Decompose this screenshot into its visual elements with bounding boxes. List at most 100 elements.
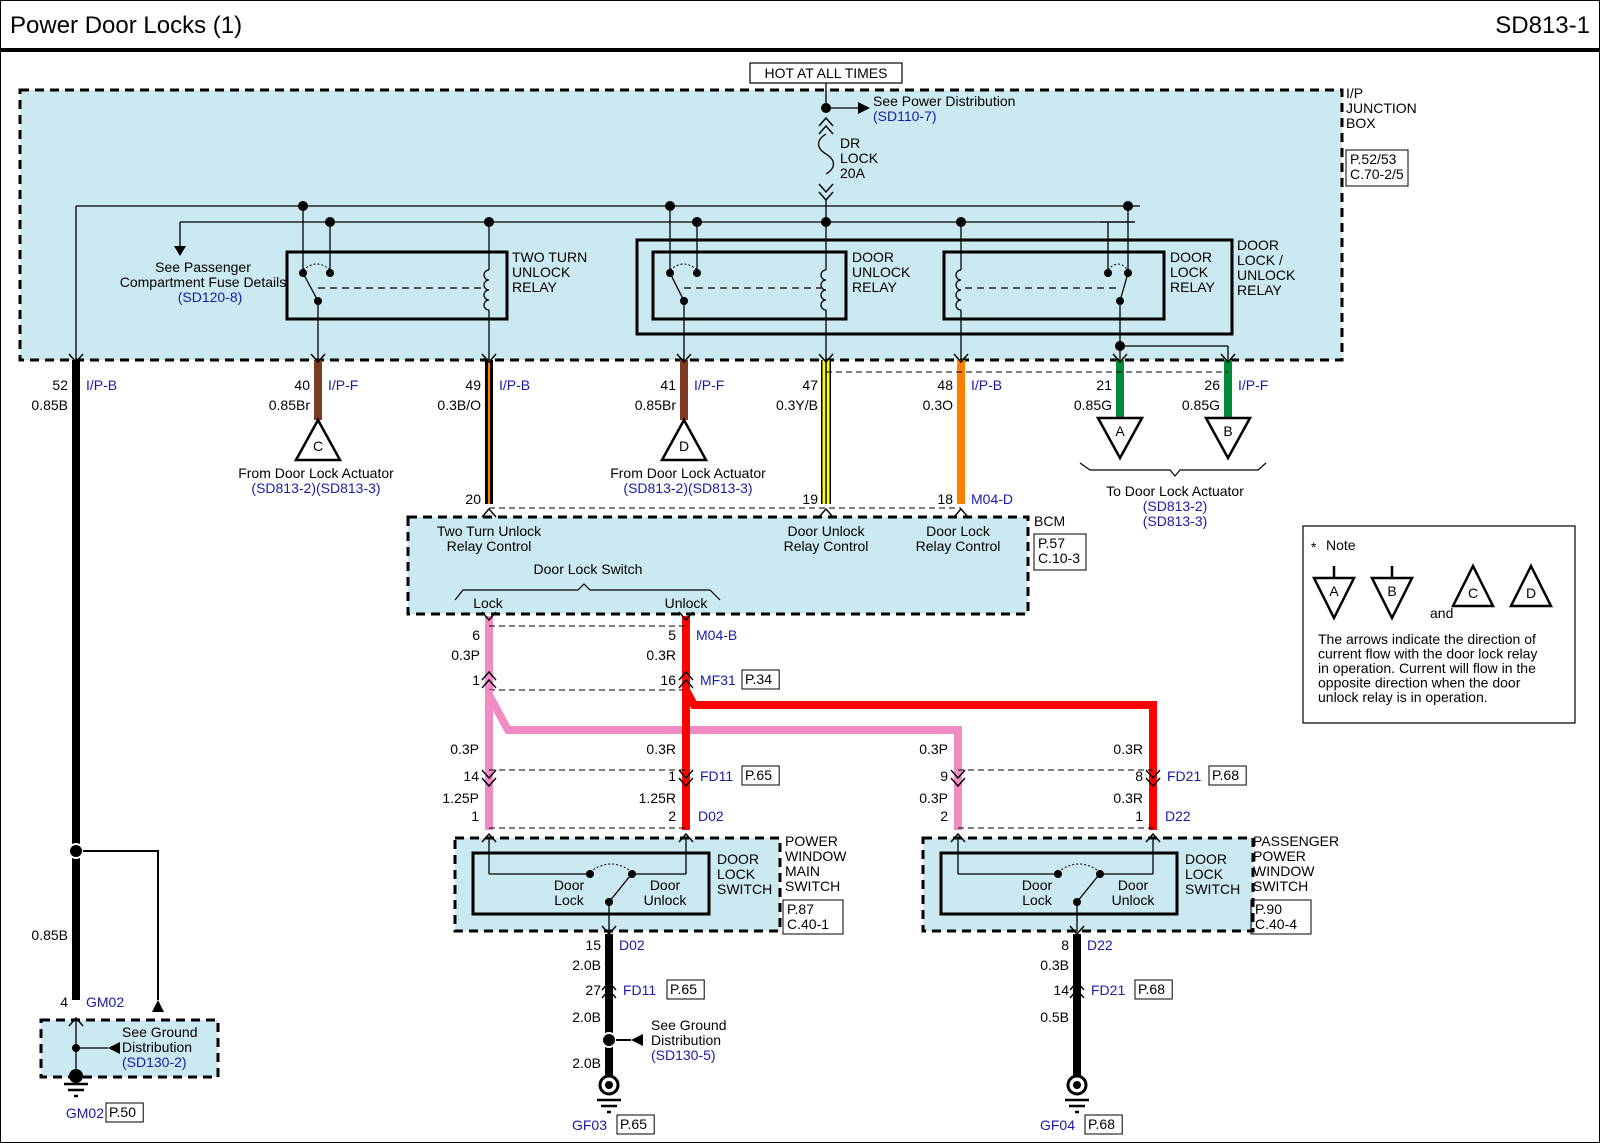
ground-point-name: GM02 [66,1105,104,1121]
fuse-chevron [818,116,834,127]
passenger-module-page-box [1250,899,1312,935]
bcm-connector-name: M04-B [696,627,737,643]
door-lock-contact-label: Door [554,877,585,893]
ground-pin-number: 14 [1053,982,1069,998]
jb-pin-number: 49 [465,377,481,393]
actuator-marker-b-letter: B [1223,423,1232,439]
ground-distribution-ref: (SD130-2) [122,1054,187,1070]
note-text: The arrows indicate the direction of [1318,631,1536,647]
bcm-function-label: Relay Control [784,538,869,554]
driver-module-label: SWITCH [785,878,840,894]
door-unlock-contact-label: Unlock [644,892,688,908]
fuse-details-ref: (SD120-8) [178,289,243,305]
actuator-marker-c [293,417,343,462]
page-header: Power Door Locks (1) SD813-1 [0,0,1600,52]
note-title: Note [1326,537,1356,553]
mf31-pin-number: 16 [660,672,676,688]
bcm-lock-label: Lock [473,595,504,611]
actuator-marker-c-letter: C [313,438,323,454]
ground-point-page-box [616,1114,655,1135]
wire-spec: 0.85Br [635,397,677,413]
jb-connector-chevron [1112,353,1128,364]
bcm-function-label: Relay Control [916,538,1001,554]
wire-spec: 0.85B [31,397,68,413]
door-unlock-relay-label: DOOR [852,249,894,265]
wire-spec: 0.3R [1113,741,1143,757]
wire-spec: 0.3P [450,741,479,757]
fuse-icon [817,133,835,175]
switch-connector-chevron [950,832,966,843]
bcm-unlock-label: Unlock [665,595,709,611]
page-code: SD813-1 [1495,12,1590,39]
door-lock-switch-brace [454,583,721,601]
junction-box-label: BOX [1346,115,1376,131]
see-power-distribution: See Power Distribution [873,93,1015,109]
bcm-connector-chevron [678,611,694,622]
door-unlock-relay-label: RELAY [852,279,898,295]
relay-switch-arm [1119,272,1129,302]
actuator-marker-d-letter: D [679,438,689,454]
junction-box-page: C.70-2/5 [1350,166,1404,182]
wire-spec: 0.85B [31,927,68,943]
switch-arm [1076,875,1099,903]
jb-pin-number: 41 [660,377,676,393]
bcm-connector-chevron [818,507,834,518]
ground-fd-page-box [1134,979,1173,1000]
fd-page-box [741,765,780,786]
arrow-up-icon [152,1000,164,1012]
ground-connector-name: FD11 [623,982,656,998]
to-door-lock-actuator: To Door Lock Actuator [1106,483,1244,499]
arrow-right-icon [858,102,870,114]
fd-connector-chevron [950,769,966,780]
wire-spec: 0.3P [919,790,948,806]
ground-connector-chevron [68,1016,84,1027]
note-text: current flow with the door lock relay [1318,646,1537,662]
to-actuator-ref: (SD813-2) [1143,498,1208,514]
bcm-function-label: Relay Control [447,538,532,554]
bcm-page: C.10-3 [1038,550,1080,566]
note-text: unlock relay is in operation. [1318,689,1488,705]
note-marker-a [1311,576,1357,621]
note-marker-d [1508,563,1554,608]
bcm-function-label: Door Lock [926,523,991,539]
bcm-pin-number: 6 [472,627,480,643]
fd-pin-number: 1 [668,768,676,784]
wire-spec: 0.85G [1182,397,1220,413]
mf31-page: P.34 [745,671,772,687]
jb-connector-chevron [481,353,497,364]
switch-arm [608,875,631,903]
see-ground-distribution: See Ground [651,1017,727,1033]
ground-distribution-ref: (SD130-5) [651,1047,716,1063]
junction-box-page: P.52/53 [1350,151,1397,167]
ground-connector-chevron [601,988,617,999]
wire-spec: 1.25P [442,790,479,806]
ground-pin-number: 4 [60,994,68,1010]
door-lock-unlock-relay-group-label: RELAY [1237,282,1283,298]
bcm-page-box [1033,533,1087,571]
relay-switch-arm [669,272,685,302]
ground-dot [69,1069,83,1083]
bcm-connector-chevron [953,507,969,518]
mf31-connector-chevron [678,678,694,689]
switch-contact-arc [589,863,633,873]
driver-door-lock-switch [471,851,711,916]
fd-connector-chevron [678,777,694,788]
mf31-page-box [741,669,780,690]
ground-connector-chevron [1069,980,1085,991]
ground-point-page: P.65 [620,1116,647,1132]
wire-spec: 0.3B/O [437,397,481,413]
wire-spec: 0.3P [451,647,480,663]
two-turn-unlock-relay-label: UNLOCK [512,264,571,280]
power-distribution-ref: (SD110-7) [873,108,937,124]
ground-connector-chevron [1069,988,1085,999]
ground-pin-number: 8 [1061,937,1069,953]
bcm-pin-number: 20 [465,491,481,507]
ground-pin-number: 15 [585,937,601,953]
ground-point-page: P.50 [109,1104,136,1120]
wire-spec: 1.25R [639,790,676,806]
arrow-left-icon [108,1042,120,1054]
fd-connector-name: FD11 [700,768,733,784]
mf31-connector-chevron [481,670,497,681]
from-door-lock-actuator: From Door Lock Actuator [610,465,766,481]
